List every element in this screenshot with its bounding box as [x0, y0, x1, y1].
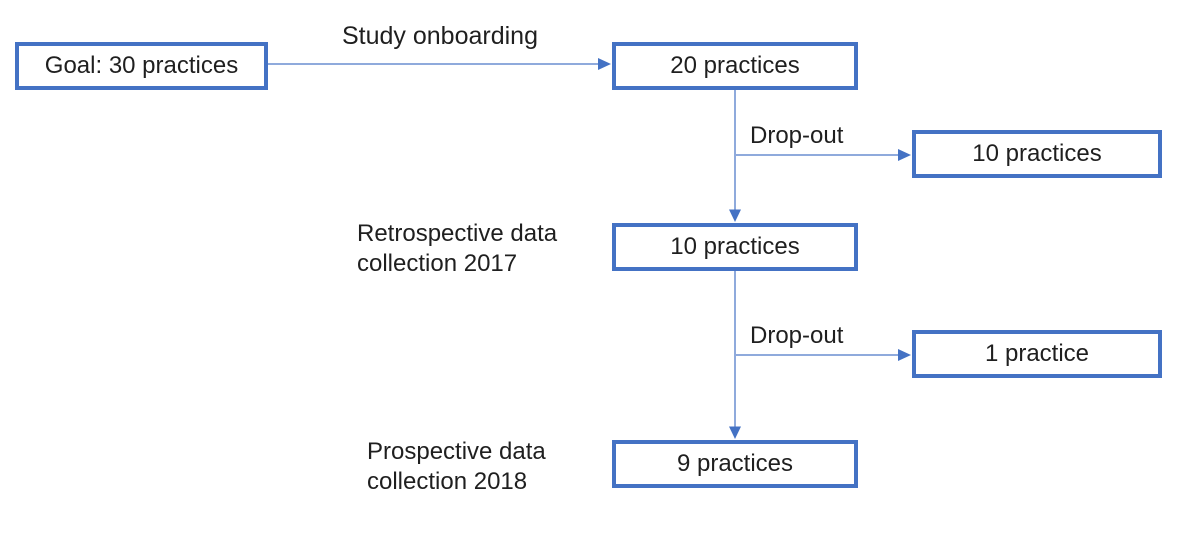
node-retro-label: 10 practices — [670, 233, 800, 260]
dropout-2-arrowhead-icon — [898, 349, 911, 361]
arrow-dropout-2-branch — [735, 349, 911, 361]
arrow-dropout-1-branch — [735, 149, 911, 161]
node-dropout2-label: 1 practice — [984, 340, 1090, 367]
arrow-to-prospective — [729, 271, 741, 439]
node-onboarded: 20 practices — [612, 42, 858, 90]
arrow-study-onboarding — [268, 58, 611, 70]
node-goal-label: Goal: 30 practices — [44, 52, 239, 79]
node-prospective-cohort: 9 practices — [612, 440, 858, 488]
arrow-to-retrospective — [729, 90, 741, 222]
side-label-prospective: Prospective data collection 2018 — [367, 438, 546, 495]
edge-label-dropout-2: Drop-out — [750, 322, 844, 349]
node-dropout-after-onboarding: 10 practices — [912, 130, 1162, 178]
down-arrowhead-2-icon — [729, 426, 741, 439]
down-arrowhead-1-icon — [729, 209, 741, 222]
node-goal: Goal: 30 practices — [15, 42, 268, 90]
node-onboarded-label: 20 practices — [670, 52, 800, 79]
node-dropout1-label: 10 practices — [972, 140, 1102, 167]
node-prospective-label: 9 practices — [676, 450, 794, 477]
node-retrospective-cohort: 10 practices — [612, 223, 858, 271]
side-label-retrospective: Retrospective data collection 2017 — [357, 220, 558, 277]
edge-label-study-onboarding: Study onboarding — [342, 22, 538, 50]
onboarding-arrowhead-icon — [598, 58, 611, 70]
dropout-1-arrowhead-icon — [898, 149, 911, 161]
node-dropout-after-retrospective: 1 practice — [912, 330, 1162, 378]
edge-label-dropout-1: Drop-out — [750, 122, 844, 149]
